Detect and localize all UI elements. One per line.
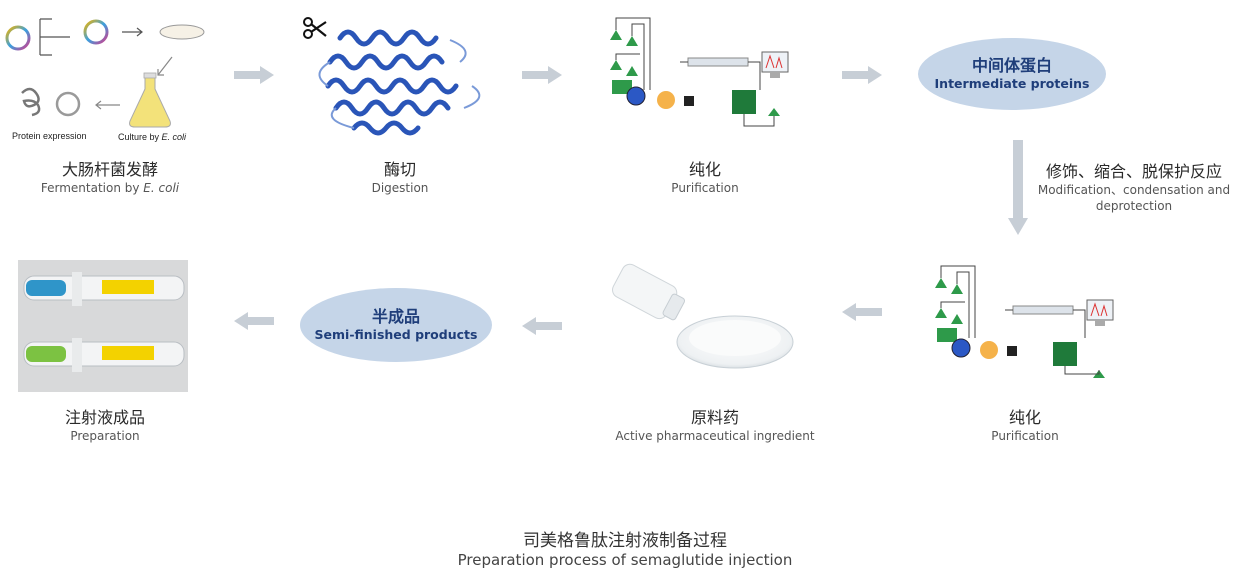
digestion-caption: 酶切 Digestion (330, 160, 470, 196)
protein-expression-label: Protein expression (12, 131, 87, 141)
culture-label: Culture by E. coli (118, 132, 187, 142)
injection-pens-drawing (18, 260, 188, 392)
semi-finished-node: 半成品 Semi-finished products (300, 288, 492, 362)
fermentation-drawing (5, 18, 205, 128)
flow-arrow-down (1008, 140, 1028, 235)
purification2-caption: 纯化 Purification (960, 408, 1090, 444)
flow-arrow-right-3 (842, 66, 882, 84)
flow-arrow-right-1 (234, 66, 274, 84)
purification2-zh: 纯化 (1008, 408, 1041, 427)
title-zh: 司美格鲁肽注射液制备过程 (523, 531, 727, 551)
intermediate-zh: 中间体蛋白 (971, 56, 1052, 75)
protein-structure-drawing (303, 17, 481, 136)
purification1-caption: 纯化 Purification (640, 160, 770, 196)
flow-arrow-left-2 (522, 317, 562, 335)
fermentation-illustration: Protein expression Culture by E. coli (0, 5, 220, 145)
semi-zh: 半成品 (371, 307, 420, 326)
fermentation-zh: 大肠杆菌发酵 (61, 160, 158, 179)
title-en: Preparation process of semaglutide injec… (457, 551, 793, 569)
chromatography-system-drawing-2 (935, 265, 1114, 378)
scissors-icon (303, 17, 327, 39)
purification2-en: Purification (991, 429, 1059, 443)
digestion-illustration (300, 10, 500, 150)
flow-arrow-right-2 (522, 66, 562, 84)
modification-en-line2: deprotection (1095, 199, 1173, 213)
api-caption: 原料药 Active pharmaceutical ingredient (600, 408, 830, 444)
injection-pens-photo (18, 260, 188, 392)
api-zh: 原料药 (690, 408, 739, 427)
semi-en: Semi-finished products (314, 327, 478, 342)
fermentation-caption: 大肠杆菌发酵 Fermentation by E. coli (20, 160, 200, 196)
intermediate-en: Intermediate proteins (934, 76, 1090, 91)
protein-strand-icon (21, 87, 41, 117)
green-pen-icon (23, 338, 185, 372)
recombinant-plasmid-icon (83, 19, 109, 45)
petri-dish-icon (159, 24, 205, 40)
bottle-icon (612, 263, 686, 321)
preparation-en: Preparation (70, 429, 140, 443)
api-powder-drawing (612, 263, 794, 369)
purification1-en: Purification (671, 181, 739, 195)
preparation-caption: 注射液成品 Preparation (30, 408, 180, 444)
intermediate-proteins-node: 中间体蛋白 Intermediate proteins (918, 38, 1106, 110)
purification-equipment-2 (925, 258, 1125, 388)
purification-equipment-1 (600, 10, 800, 140)
preparation-zh: 注射液成品 (64, 408, 145, 427)
digestion-zh: 酶切 (383, 160, 416, 179)
modification-caption: 修饰、缩合、脱保护反应 Modification、condensation an… (1028, 162, 1240, 214)
digestion-en: Digestion (371, 181, 429, 195)
blue-pen-icon (23, 272, 185, 306)
fermentation-en: Fermentation by E. coli (40, 181, 180, 195)
flask-icon (129, 76, 171, 128)
flow-arrow-left-3 (234, 312, 274, 330)
api-illustration (605, 262, 805, 392)
modification-en-line1: Modification、condensation and (1037, 183, 1231, 197)
modification-zh: 修饰、缩合、脱保护反应 (1045, 162, 1222, 181)
diagram-title: 司美格鲁肽注射液制备过程 Preparation process of sema… (375, 526, 875, 569)
api-en: Active pharmaceutical ingredient (615, 429, 815, 443)
chromatography-system-drawing (610, 17, 789, 127)
purification1-zh: 纯化 (688, 160, 721, 179)
plasmid-icon (5, 25, 31, 51)
flow-arrow-left-1 (842, 303, 882, 321)
